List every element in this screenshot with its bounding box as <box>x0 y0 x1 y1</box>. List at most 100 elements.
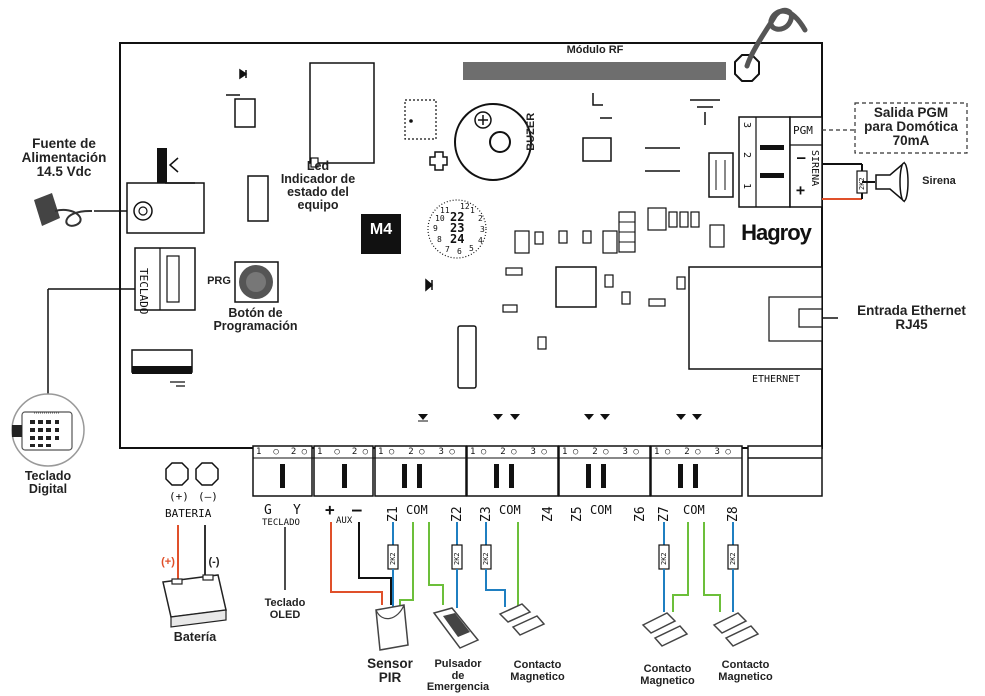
battery-minus-wire-label: (-) <box>208 556 220 568</box>
battery-label: Batería <box>173 630 217 644</box>
sirena-board-label: SIRENA <box>809 150 820 187</box>
dip-chip-icon <box>427 199 487 259</box>
chip-number: 7 <box>445 245 450 254</box>
teclado-board-label: TECLADO <box>137 268 150 315</box>
block-number-2: 2 <box>408 447 414 457</box>
terminal-z2: Z2 <box>450 506 465 522</box>
chip-number: 2 <box>478 214 483 223</box>
rf-module-label: Módulo RF <box>566 44 624 56</box>
resistor-label: 2K2 <box>858 177 866 190</box>
block-number-2: 2 <box>351 447 358 457</box>
block-number-1: 1 <box>654 447 660 457</box>
status-leds <box>418 414 702 422</box>
pgm-terminal-3: 3 <box>741 122 752 129</box>
block-number-1: 1 <box>256 447 262 457</box>
terminal-z5: Z5 <box>570 506 585 522</box>
chip-number: 23 <box>450 221 465 235</box>
pgm-callout-box <box>854 102 968 154</box>
terminal-com-3: COM <box>590 503 612 517</box>
chip-number: 12 <box>460 202 470 211</box>
chip-number: 4 <box>478 236 483 245</box>
magnetic-contact-icon-1 <box>498 603 546 636</box>
battery-plus-wire-label: (+) <box>161 556 175 568</box>
terminal-com-1: COM <box>406 503 428 517</box>
resistor-label: 2K2 <box>729 552 737 565</box>
chip-number: 9 <box>433 224 438 233</box>
power-jack <box>126 182 205 234</box>
terminal-z3: Z3 <box>479 506 494 522</box>
teclado-terminal-label: TECLADO <box>262 518 300 528</box>
magnetic-contact-icon-2 <box>641 612 689 647</box>
block-number-3: 3 <box>714 447 720 457</box>
terminal-z7: Z7 <box>657 506 672 522</box>
chip-number: 1 <box>470 206 475 215</box>
terminal-plus: + <box>325 500 335 519</box>
battery-plus-board-label: (+) <box>169 490 189 503</box>
terminal-y: Y <box>293 503 301 518</box>
keypad-connector <box>134 247 196 311</box>
antenna-coil-icon <box>744 7 808 69</box>
siren-label: Sirena <box>922 175 956 187</box>
chip-number: 8 <box>437 235 442 244</box>
chip-number: 3 <box>480 225 485 234</box>
block-number-3: 3 <box>438 447 444 457</box>
pgm-board-label: PGM <box>793 124 813 137</box>
magnetic-contact-icon-3 <box>712 612 760 647</box>
block-number-2: 2 <box>684 447 690 457</box>
ethernet-board-label: ETHERNET <box>752 374 801 385</box>
chip-number: 24 <box>450 232 465 246</box>
block-number-2: 2 <box>290 447 297 457</box>
rf-module-bar <box>463 62 726 80</box>
block-number-1: 1 <box>470 447 476 457</box>
pir-sensor-icon <box>375 604 409 651</box>
prg-label: PRG <box>207 275 231 287</box>
chip-number: 11 <box>440 206 450 215</box>
terminal-z4: Z4 <box>541 506 556 522</box>
terminal-g: G <box>264 503 272 518</box>
terminal-com-4: COM <box>683 503 705 517</box>
pgm-terminal-block <box>738 116 791 208</box>
battery-terminal-plus <box>165 462 189 486</box>
block-number-2: 2 <box>592 447 598 457</box>
terminal-minus: – <box>352 500 362 519</box>
pgm-terminal-1: 1 <box>741 183 752 190</box>
resistor-label: 2K2 <box>389 552 397 565</box>
block-number-3: 3 <box>530 447 536 457</box>
battery-board-label: BATERIA <box>165 507 212 520</box>
block-number-1: 1 <box>378 447 384 457</box>
block-number-3: 3 <box>622 447 628 457</box>
relay-box <box>309 62 375 164</box>
chip-number: 10 <box>435 214 445 223</box>
block-number-2: 2 <box>500 447 506 457</box>
block-number-1: 1 <box>317 447 323 457</box>
resistor-label: 2K2 <box>660 552 668 565</box>
pgm-terminal-2: 2 <box>741 152 752 159</box>
resistor-label: 2K2 <box>453 552 461 565</box>
buzzer-label: BUZER <box>525 112 538 151</box>
battery-minus-board-label: (–) <box>198 490 218 503</box>
terminal-z8: Z8 <box>726 506 741 522</box>
chip-number: 22 <box>450 210 465 224</box>
m4-label: M4 <box>369 221 393 238</box>
power-adapter-icon <box>34 193 60 226</box>
terminal-z6: Z6 <box>633 506 648 522</box>
m4-chip <box>361 214 401 254</box>
terminal-com-2: COM <box>499 503 521 517</box>
brand-logo: Hagroy <box>741 220 812 245</box>
resistor-label: 2K2 <box>482 552 490 565</box>
chip-number: 6 <box>457 247 462 256</box>
block-number-1: 1 <box>562 447 568 457</box>
terminal-z1: Z1 <box>386 506 401 522</box>
microcontroller-chip <box>555 266 597 308</box>
